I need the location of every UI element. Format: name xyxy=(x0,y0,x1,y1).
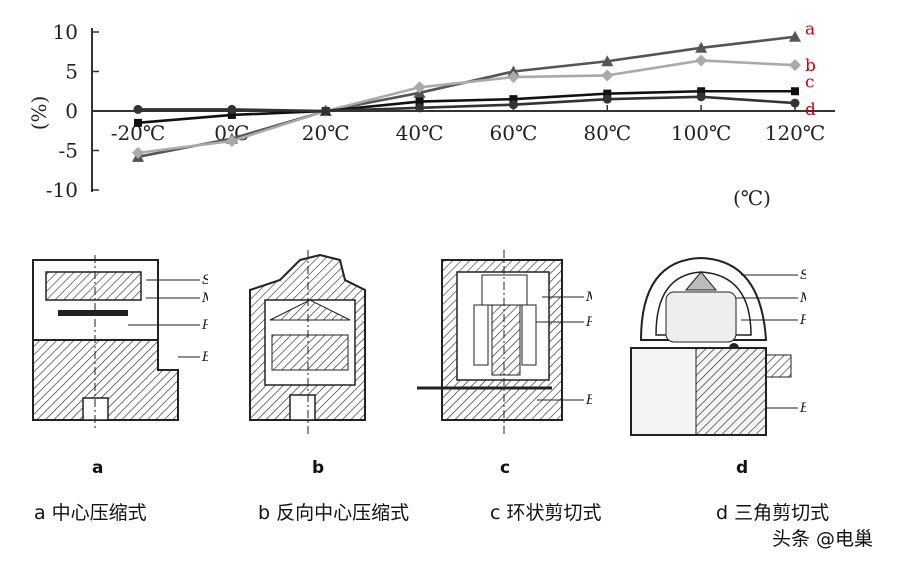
series-label-a: a xyxy=(805,20,815,40)
sensor-diagram-b xyxy=(249,250,366,435)
diagram-letter-c: c xyxy=(500,458,511,478)
series-line-b xyxy=(137,59,796,155)
data-point-b xyxy=(507,71,520,84)
y-tick-label: 10 xyxy=(53,20,78,44)
diagram-c-label-p: P xyxy=(585,315,592,330)
data-point-c xyxy=(791,87,799,96)
data-point-a xyxy=(695,41,708,53)
diagram-d-label-s: S xyxy=(800,268,806,283)
data-point-c xyxy=(227,110,236,119)
diagram-a-label-b: B xyxy=(201,350,208,365)
diagram-c-label-b: B xyxy=(585,393,592,408)
caption-d: d 三角剪切式 xyxy=(716,502,830,524)
series-line-c xyxy=(137,89,795,125)
x-tick-label: 60℃ xyxy=(490,121,538,145)
x-tick-label: 80℃ xyxy=(583,121,631,145)
data-point-c xyxy=(509,95,518,104)
data-point-a xyxy=(601,55,614,67)
diagram-c-label-m: M xyxy=(585,290,592,305)
sensor-diagram-a: S M P B xyxy=(32,255,208,430)
x-axis-label: (℃) xyxy=(733,186,771,210)
diagram-d-label-m: M xyxy=(799,291,806,306)
sensor-diagram-d: S M P B xyxy=(630,256,806,436)
diagram-letter-d: d xyxy=(736,458,749,478)
series-label-c: c xyxy=(805,72,815,92)
series-line-d xyxy=(138,95,796,113)
caption-b: b 反向中心压缩式 xyxy=(258,502,410,524)
data-point-a xyxy=(789,30,801,42)
diagram-d-label-b: B xyxy=(799,401,806,416)
x-tick-label: 20℃ xyxy=(302,121,350,145)
watermark: 头条 @电巢 xyxy=(772,528,874,550)
y-axis-label: (%) xyxy=(27,96,51,131)
data-point-d xyxy=(790,98,800,108)
caption-c: c 环状剪切式 xyxy=(490,502,602,524)
x-tick-label: 100℃ xyxy=(671,121,732,145)
series-label-b: b xyxy=(805,56,816,76)
series-label-d: d xyxy=(805,100,816,120)
data-point-d xyxy=(133,104,143,114)
x-tick-label: 120℃ xyxy=(765,121,826,145)
data-point-d xyxy=(227,104,237,114)
data-point-d xyxy=(508,100,518,110)
chart-axes: 1050-5-10(%)-20℃0℃20℃40℃60℃80℃100℃120℃(℃… xyxy=(27,20,835,210)
diagram-letter-a: a xyxy=(92,458,104,478)
chart-series xyxy=(132,30,801,162)
data-point-d xyxy=(321,106,331,116)
diagram-letter-b: b xyxy=(312,458,325,478)
data-point-c xyxy=(415,97,424,106)
data-point-a xyxy=(507,65,520,77)
y-tick-label: 5 xyxy=(65,60,78,84)
y-tick-label: -5 xyxy=(59,139,78,163)
diagram-a-label-m: M xyxy=(201,291,208,306)
sensor-diagram-c: M P B xyxy=(417,250,592,435)
y-tick-label: 0 xyxy=(65,99,78,123)
data-point-c xyxy=(134,118,142,127)
data-point-b xyxy=(695,54,708,67)
data-point-c xyxy=(697,87,706,96)
data-point-b xyxy=(601,69,614,82)
data-point-b xyxy=(225,135,238,148)
y-tick-label: -10 xyxy=(46,178,78,202)
diagram-a-label-p: P xyxy=(201,318,208,333)
x-tick-label: 40℃ xyxy=(396,121,444,145)
caption-a: a 中心压缩式 xyxy=(34,502,147,524)
data-point-b xyxy=(413,81,426,94)
data-point-d xyxy=(602,94,612,104)
data-point-c xyxy=(603,89,612,98)
data-point-b xyxy=(789,59,801,72)
data-point-b xyxy=(132,146,144,159)
diagram-d-label-p: P xyxy=(799,313,806,328)
diagram-a-label-s: S xyxy=(202,273,208,288)
line-chart: 1050-5-10(%)-20℃0℃20℃40℃60℃80℃100℃120℃(℃… xyxy=(27,20,835,210)
data-point-d xyxy=(415,103,425,113)
data-point-d xyxy=(696,92,706,102)
